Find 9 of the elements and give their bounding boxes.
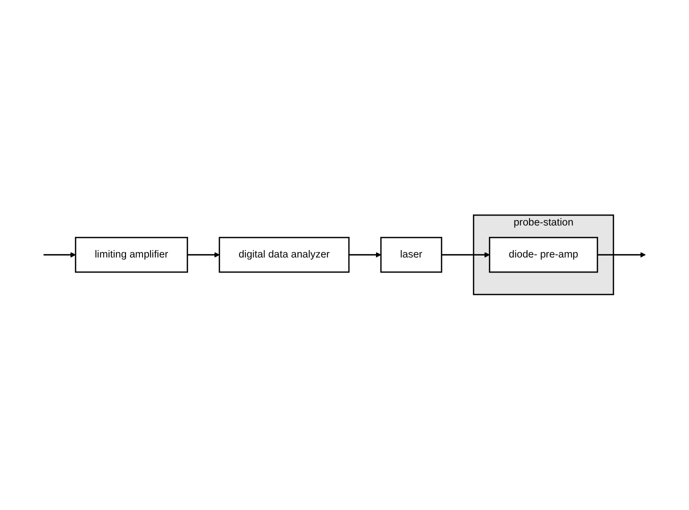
node-box: limiting amplifier — [74, 237, 188, 273]
node-box: diode- pre-amp — [488, 237, 598, 273]
node-box: digital data analyzer — [218, 237, 350, 273]
arrow — [348, 252, 382, 258]
arrow — [597, 252, 646, 258]
node-box: laser — [380, 237, 442, 273]
arrow — [442, 252, 490, 258]
arrow — [187, 252, 220, 258]
arrow — [44, 252, 76, 258]
